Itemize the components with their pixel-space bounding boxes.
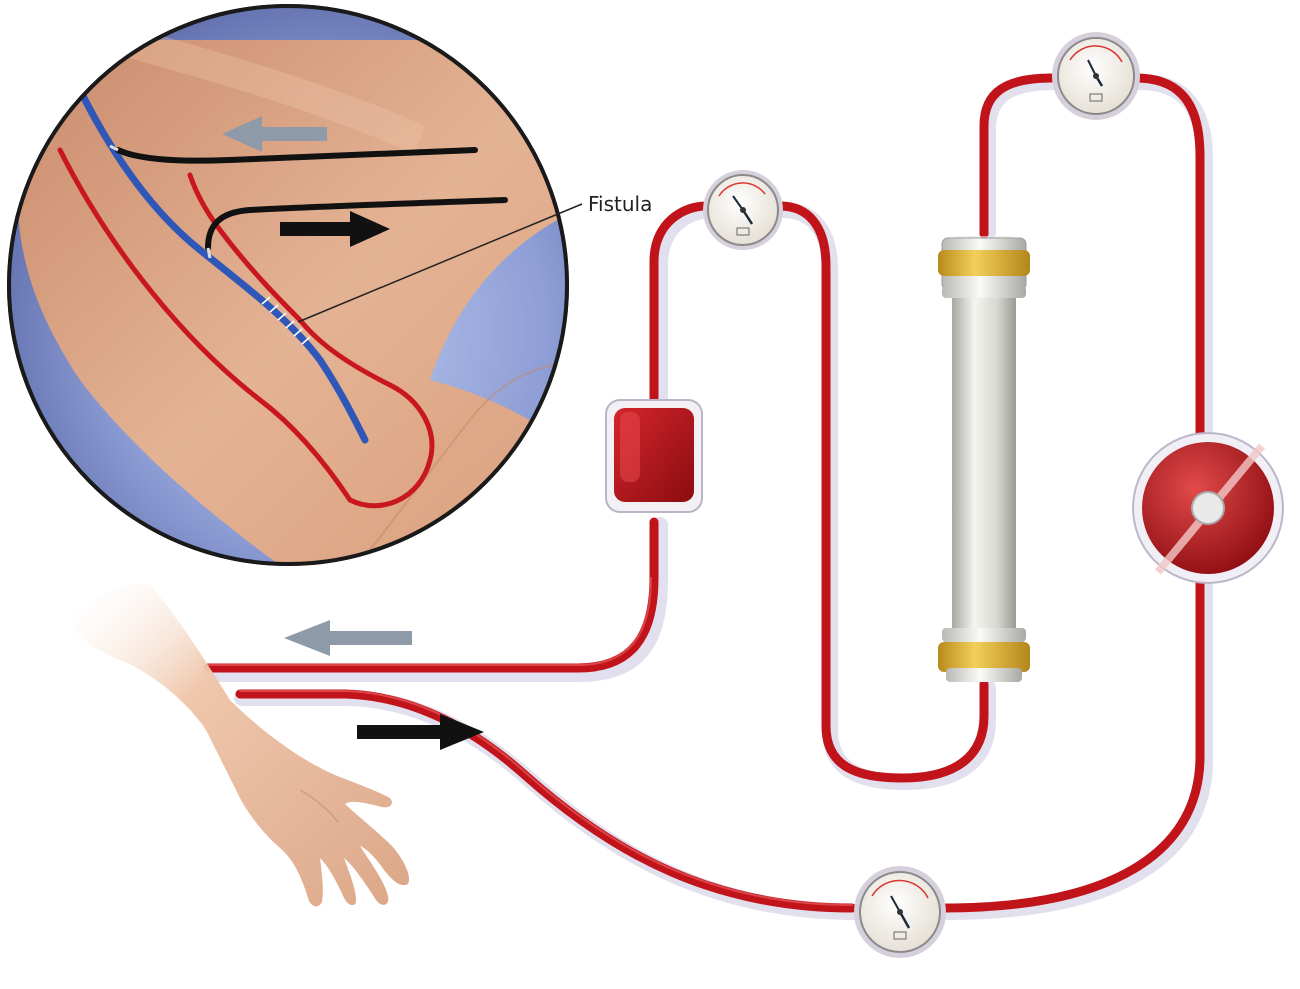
fistula-inset: [7, 4, 569, 566]
tubing-highlight: [207, 577, 853, 906]
fistula-label: Fistula: [588, 192, 652, 216]
flow-in-arrow: [357, 714, 484, 750]
venous-needle-line: [115, 147, 478, 164]
vein-icon: [76, 86, 369, 444]
pressure-gauge-bottom: [854, 866, 946, 958]
flow-out-arrow: [284, 620, 412, 656]
gauge-to-dialyzer-line: [775, 201, 989, 783]
return-line: [203, 517, 659, 673]
pressure-gauge-top-right: [1052, 32, 1140, 120]
artery-icon: [57, 147, 435, 509]
pump-to-bottom-gauge-line: [939, 573, 1205, 913]
pressure-gauge-top-left: [703, 170, 783, 250]
top-gauge-to-pump-line: [1131, 73, 1205, 445]
arterial-line: [235, 689, 857, 913]
chamber-to-gauge-line: [649, 201, 711, 410]
arterial-needle-line: [205, 197, 508, 251]
fistula-leader-line: [297, 203, 583, 323]
dialyzer-to-top-gauge-line: [979, 73, 1057, 239]
dialyzer-cylinder-icon: [938, 236, 1030, 682]
blood-pump-icon: [1132, 432, 1284, 584]
drip-chamber-icon: [605, 399, 703, 513]
inset-flow-in-arrow: [280, 211, 390, 247]
patient-arm: [70, 583, 410, 907]
inset-flow-out-arrow: [222, 116, 327, 152]
blood-tubing: [203, 73, 1205, 913]
fistula-stitches: [261, 296, 311, 345]
